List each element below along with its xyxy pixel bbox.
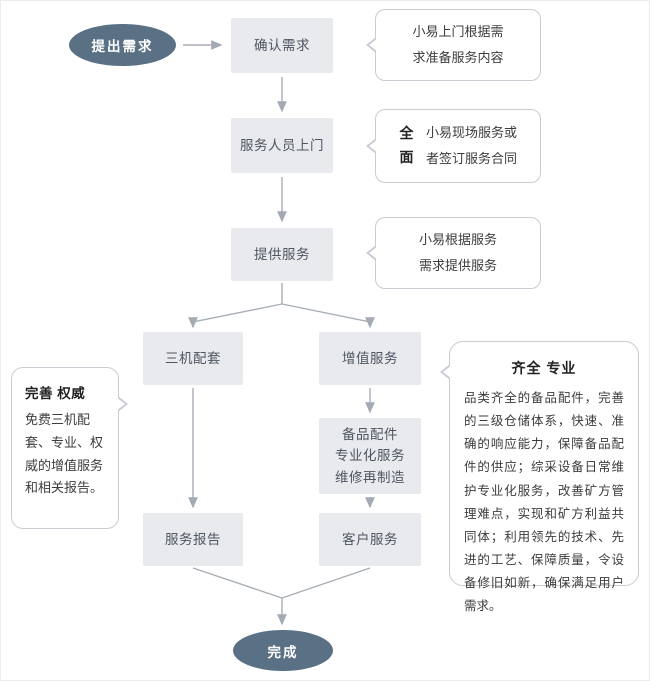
node-provide-service: 提供服务 bbox=[231, 228, 333, 281]
callout-confirm-demand: 小易上门根据需 求准备服务内容 bbox=[366, 9, 541, 81]
node-confirm-demand: 确认需求 bbox=[231, 18, 333, 73]
note-panel-right: 齐全 专业 品类齐全的备品配件，完善的三级仓储体系，快速、准确的响应能力，保障备… bbox=[440, 341, 639, 613]
node-service-report: 服务报告 bbox=[143, 513, 243, 566]
node-value-added: 增值服务 bbox=[319, 332, 421, 385]
node-customer-service: 客户服务 bbox=[319, 513, 421, 566]
callout-staff-visit: 全面 小易现场服务或 者签订服务合同 bbox=[366, 109, 541, 183]
callout-text: 小易根据服务 需求提供服务 bbox=[418, 232, 497, 273]
note-text: 品类齐全的备品配件，完善的三级仓储体系，快速、准确的响应能力，保障备品配件的供应… bbox=[464, 391, 624, 614]
note-title: 完善 权威 bbox=[25, 386, 86, 401]
callout-text: 小易现场服务或 者签订服务合同 bbox=[425, 125, 517, 166]
note-panel-left: 完善 权威 免费三机配套、专业、权威的增值服务和相关报告。 bbox=[11, 367, 128, 529]
node-end: 完成 bbox=[233, 630, 333, 671]
note-title: 齐全 专业 bbox=[511, 360, 577, 376]
node-three-machine: 三机配套 bbox=[143, 332, 243, 385]
note-text: 免费三机配套、专业、权威的增值服务和相关报告。 bbox=[25, 412, 104, 496]
node-spare-parts: 备品配件 专业化服务 维修再制造 bbox=[319, 418, 421, 494]
callout-text: 小易上门根据需 求准备服务内容 bbox=[412, 24, 504, 65]
callout-label: 全面 bbox=[399, 125, 414, 165]
node-staff-visit: 服务人员上门 bbox=[231, 118, 333, 173]
node-start: 提出需求 bbox=[69, 24, 176, 66]
callout-provide-service: 小易根据服务 需求提供服务 bbox=[366, 217, 541, 289]
